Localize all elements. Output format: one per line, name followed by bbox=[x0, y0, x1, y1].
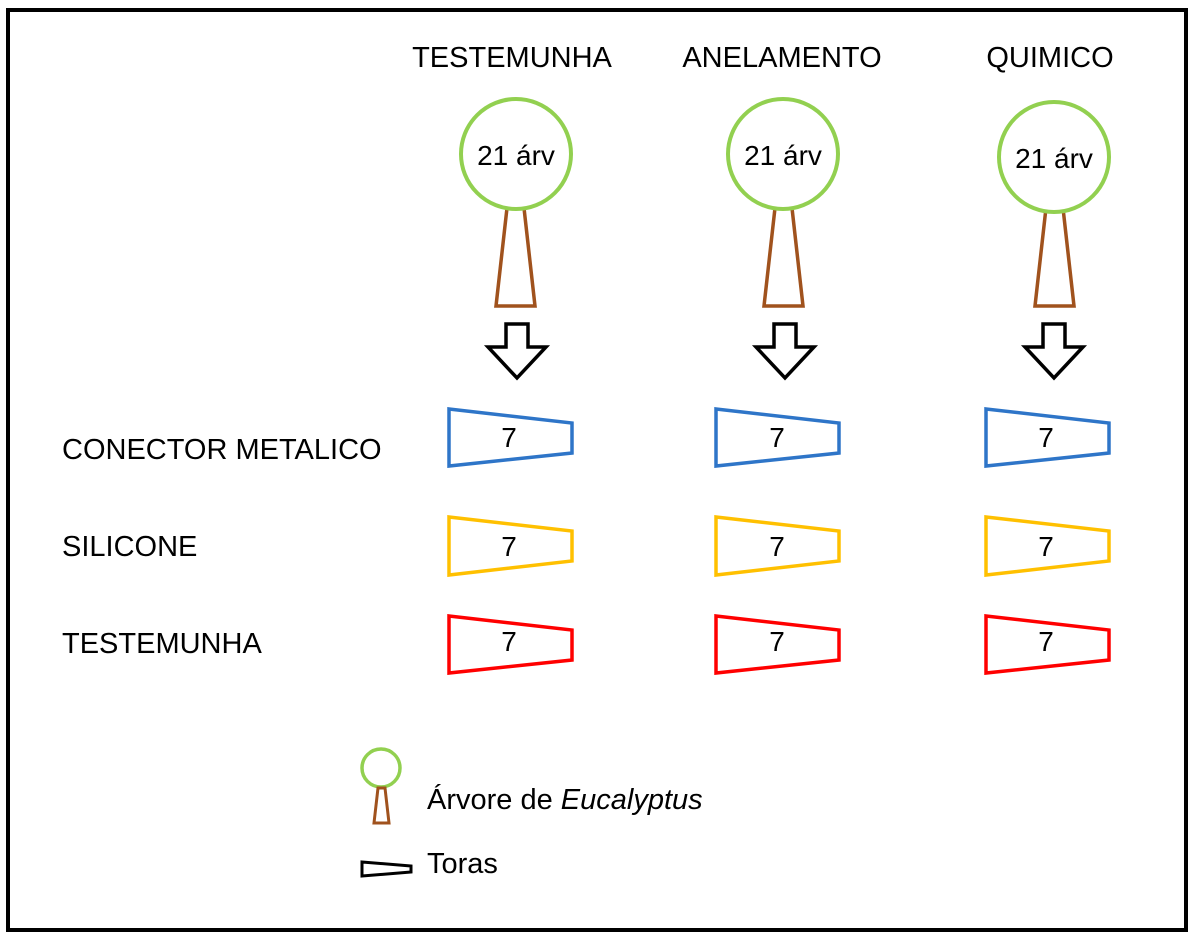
log-count: 7 bbox=[1038, 626, 1054, 657]
log-count: 7 bbox=[769, 531, 785, 562]
column-header-testemunha: TESTEMUNHA bbox=[412, 42, 612, 74]
log-icon bbox=[447, 407, 574, 468]
tree-count-anelamento: 21 árv bbox=[744, 140, 822, 171]
log-count: 7 bbox=[501, 531, 517, 562]
tree-count-quimico: 21 árv bbox=[1015, 143, 1093, 174]
log-icon bbox=[714, 515, 841, 577]
log-count: 7 bbox=[769, 422, 785, 453]
log-count: 7 bbox=[1038, 422, 1054, 453]
log-icon bbox=[447, 614, 574, 675]
log-count: 7 bbox=[1038, 531, 1054, 562]
row-label-testemunha: TESTEMUNHA bbox=[62, 628, 262, 660]
log-count: 7 bbox=[769, 626, 785, 657]
tree-icon-quimico: 21 árv bbox=[997, 100, 1111, 308]
diagram-frame bbox=[6, 8, 1188, 932]
tree-icon-anelamento: 21 árv bbox=[726, 97, 840, 308]
row-label-silicone: SILICONE bbox=[62, 531, 197, 563]
log-count: 7 bbox=[501, 422, 517, 453]
log-icon bbox=[984, 614, 1111, 675]
log-icon bbox=[714, 407, 841, 468]
column-header-anelamento: ANELAMENTO bbox=[682, 42, 881, 74]
log-icon bbox=[714, 614, 841, 675]
legend-log-icon bbox=[360, 860, 413, 878]
column-header-quimico: QUIMICO bbox=[986, 42, 1113, 74]
tree-icon-testemunha: 21 árv bbox=[459, 97, 573, 308]
legend: Árvore de Eucalyptus Toras bbox=[360, 747, 703, 880]
legend-tree-icon bbox=[360, 747, 402, 825]
tree-count-testemunha: 21 árv bbox=[477, 140, 555, 171]
down-arrow-icon bbox=[751, 322, 819, 381]
log-icon bbox=[447, 515, 574, 577]
log-icon bbox=[984, 407, 1111, 468]
row-label-conector-metalico: CONECTOR METALICO bbox=[62, 434, 382, 466]
log-count: 7 bbox=[501, 626, 517, 657]
down-arrow-icon bbox=[483, 322, 551, 381]
down-arrow-icon bbox=[1020, 322, 1088, 381]
legend-tree-label: Árvore de Eucalyptus bbox=[427, 783, 703, 816]
legend-log-label: Toras bbox=[427, 848, 498, 880]
log-icon bbox=[984, 515, 1111, 577]
